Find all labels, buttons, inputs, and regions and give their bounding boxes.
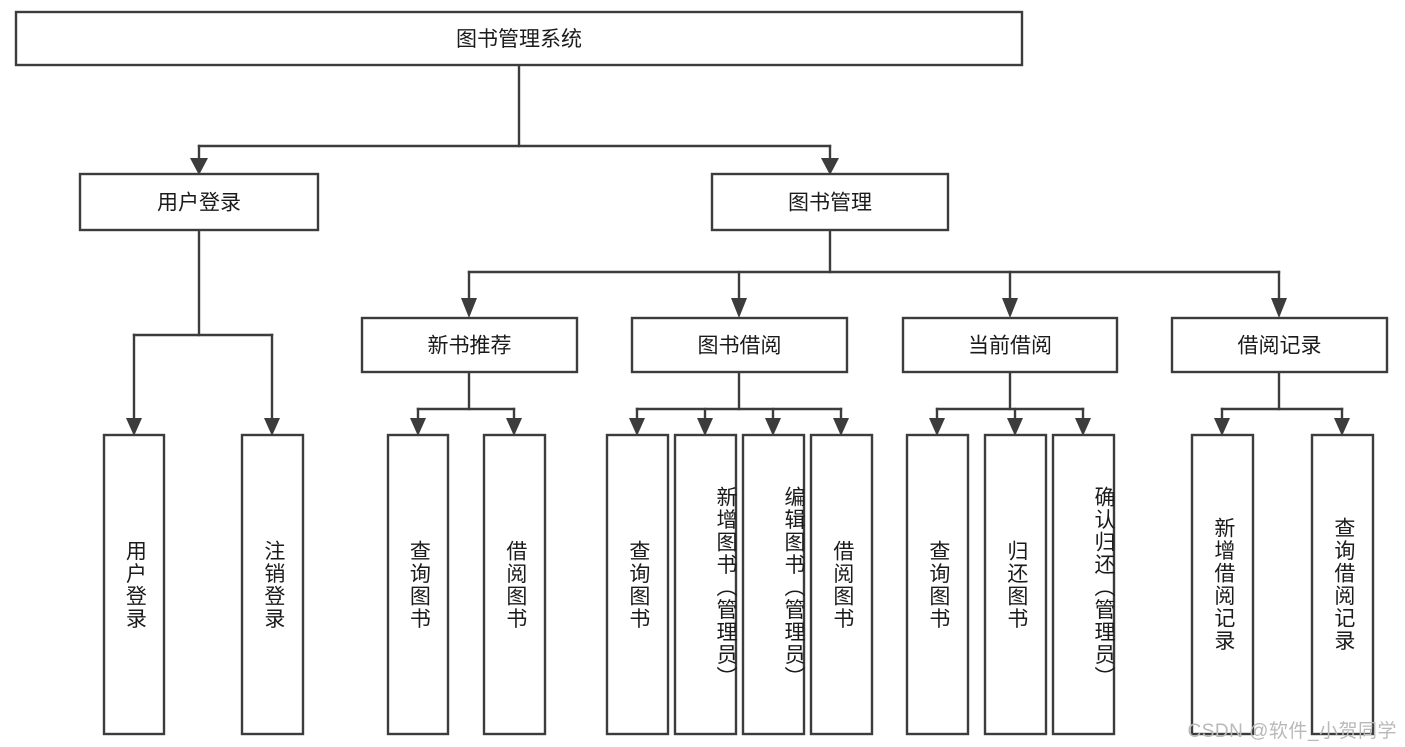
arrowhead-leaf-query-borrow-record [1334,418,1350,436]
node-borrow-record[interactable]: 借阅记录 [1170,316,1389,374]
node-user-login-label: 用户登录 [157,192,241,215]
connector-group-current-borrow [929,370,1091,436]
node-borrow-record-box[interactable] [1170,316,1389,374]
leaf-box-borrow-book[interactable] [809,433,874,736]
arrowhead-current-borrow [1002,298,1018,318]
node-borrow-record-label: 借阅记录 [1238,335,1322,358]
connector-group-root [190,63,839,175]
arrowhead-book-management [821,158,839,175]
node-user-login-box[interactable] [78,172,320,232]
arrowhead-leaf-user-login [126,418,142,436]
arrowhead-leaf-borrow-book-recommend [506,418,522,436]
node-root-label: 图书管理系统 [456,28,582,51]
connector-group-new-book-recommend [410,370,522,436]
leaf-box-confirm-return-admin[interactable] [1051,433,1116,736]
connector-group-user-login [126,228,280,436]
leaf-box-add-book-admin[interactable] [673,433,738,736]
arrowhead-leaf-return-book [1007,418,1023,436]
node-book-borrow[interactable]: 图书借阅 [630,316,849,374]
arrowhead-leaf-query-book-current [929,418,945,436]
arrowhead-leaf-borrow-book [833,418,849,436]
leaf-box-query-book-recommend[interactable] [386,433,450,736]
arrowhead-leaf-add-book-admin [697,418,713,436]
csdn-watermark: CSDN @软件_小贺同学 [1187,721,1397,742]
arrowhead-book-borrow [731,298,747,318]
arrowhead-user-login [190,158,208,175]
leaf-box-query-borrow-record[interactable] [1310,433,1375,736]
node-new-book-recommend-label: 新书推荐 [428,335,512,358]
node-user-login[interactable]: 用户登录 [78,172,320,232]
node-current-borrow[interactable]: 当前借阅 [901,316,1119,374]
leaf-box-add-borrow-record[interactable] [1190,433,1255,736]
leaf-box-user-login[interactable] [102,433,166,736]
arrowhead-leaf-query-book-borrow [629,418,645,436]
node-book-borrow-label: 图书借阅 [698,335,782,358]
arrowhead-leaf-query-book-recommend [410,418,426,436]
node-current-borrow-box[interactable] [901,316,1119,374]
node-current-borrow-label: 当前借阅 [968,335,1052,358]
node-book-management-label: 图书管理 [788,192,872,215]
arrowhead-leaf-add-borrow-record [1214,418,1230,436]
arrowhead-borrow-record [1271,298,1287,318]
node-root[interactable]: 图书管理系统 [14,10,1024,67]
leaf-box-borrow-book-recommend[interactable] [482,433,547,736]
leaf-box-query-book-borrow[interactable] [605,433,670,736]
node-book-management-box[interactable] [710,172,950,232]
leaf-boxes[interactable] [102,433,1375,736]
connector-group-book-borrow [629,370,849,436]
connector-group-book-management [461,228,1287,318]
arrowhead-leaf-edit-book-admin [765,418,781,436]
arrowhead-leaf-confirm-return-admin [1075,418,1091,436]
leaf-box-return-book[interactable] [983,433,1048,736]
node-book-borrow-box[interactable] [630,316,849,374]
node-new-book-recommend[interactable]: 新书推荐 [360,316,579,374]
arrowhead-new-book-recommend [461,298,477,318]
node-new-book-recommend-box[interactable] [360,316,579,374]
leaf-box-query-book-current[interactable] [905,433,970,736]
connector-group-borrow-record [1214,370,1350,436]
node-book-management[interactable]: 图书管理 [710,172,950,232]
node-root-box[interactable] [14,10,1024,67]
leaf-box-logout-login[interactable] [240,433,305,736]
leaf-box-edit-book-admin[interactable] [741,433,806,736]
arrowhead-leaf-logout-login [264,418,280,436]
